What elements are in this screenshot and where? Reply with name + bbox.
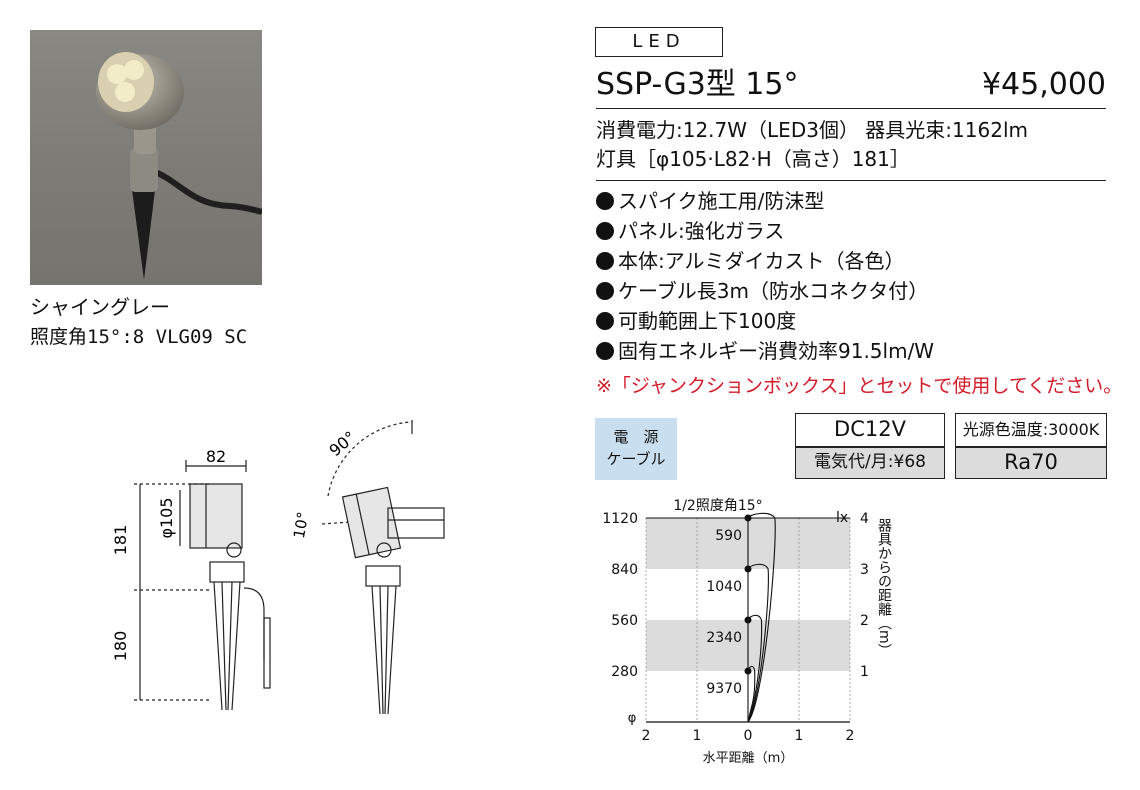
x-tick-label: 0 [744, 728, 753, 744]
feature-item: スパイク施工用/防沫型 [596, 186, 824, 216]
x-tick-label: 1 [693, 728, 702, 744]
distance-tick-label: 2 [860, 613, 869, 629]
lux-value-label: 9370 [706, 681, 742, 697]
origin-label: φ [628, 711, 637, 726]
dim-diameter: φ105 [157, 497, 176, 538]
monthly-cost-cell: 電気代/月:¥68 [795, 447, 945, 479]
lux-tick-label: 840 [611, 562, 638, 578]
lux-tick-label: 1120 [602, 511, 638, 527]
x-tick-label: 2 [642, 728, 651, 744]
cri-cell: Ra70 [955, 447, 1107, 479]
model-name: SSP-G3型 15° [596, 67, 799, 102]
spec-dimensions: 灯具［φ105·L82·H（高さ）181］ [596, 147, 910, 171]
dim-height-upper: 181 [111, 525, 130, 556]
product-photo [30, 30, 262, 285]
feature-item: パネル:強化ガラス [596, 216, 784, 246]
beam-curve [747, 665, 756, 723]
lux-value-label: 2340 [706, 630, 742, 646]
divider-mid [596, 180, 1106, 181]
lux-value-label: 1040 [706, 579, 742, 595]
bullet-icon [596, 342, 614, 360]
dimension-drawings: 82 φ105 181 180 90° 10° [111, 420, 445, 715]
led-label: LED [595, 27, 723, 57]
lux-tick-label: 560 [611, 613, 638, 629]
spotlight-photo-icon [96, 52, 262, 280]
bullet-icon [596, 312, 614, 330]
distance-tick-label: 3 [860, 562, 869, 578]
distance-tick-label: 1 [860, 664, 869, 680]
voltage-cell: DC12V [795, 413, 945, 447]
dim-angle-down: 10° [290, 510, 312, 539]
lux-tick-label: 280 [611, 664, 638, 680]
dim-width: 82 [206, 447, 226, 466]
spec-power-flux: 消費電力:12.7W（LED3個） 器具光束:1162lm [596, 118, 1028, 142]
bullet-icon [596, 192, 614, 210]
bullet-icon [596, 222, 614, 240]
junction-box-note: ※「ジャンクションボックス」とセットで使用してください。 [596, 375, 1123, 397]
beam-curve [747, 614, 763, 723]
product-code: 照度角15°:8 VLG09 SC [30, 326, 248, 348]
lux-point [744, 667, 752, 675]
x-tick-label: 2 [846, 728, 855, 744]
x-axis-title: 水平距離（m） [703, 751, 794, 766]
beam-curve [747, 563, 769, 723]
x-tick-label: 1 [795, 728, 804, 744]
distance-tick-label: 4 [860, 511, 869, 527]
price: ¥45,000 [981, 67, 1106, 102]
chart-title: 1/2照度角15° [673, 498, 762, 514]
beam-curve [747, 512, 776, 723]
lux-point [744, 565, 752, 573]
feature-item: 固有エネルギー消費効率91.5lm/W [596, 336, 934, 366]
divider-top [596, 108, 1106, 109]
right-axis-title: 器具からの距離（m） [876, 518, 892, 658]
dim-height-lower: 180 [111, 631, 130, 662]
feature-item: 本体:アルミダイカスト（各色） [596, 246, 905, 276]
power-cable-label: 電 源 ケーブル [595, 418, 677, 480]
dim-angle-range: 90° [325, 427, 359, 460]
feature-item: 可動範囲上下100度 [596, 306, 796, 336]
bullet-icon [596, 252, 614, 270]
feature-item: ケーブル長3m（防水コネクタ付） [596, 276, 928, 306]
color-name: シャイングレー [30, 295, 170, 319]
lux-value-label: 590 [715, 528, 742, 544]
lux-point [744, 616, 752, 624]
color-temp-cell: 光源色温度:3000K [955, 413, 1107, 447]
bullet-icon [596, 282, 614, 300]
